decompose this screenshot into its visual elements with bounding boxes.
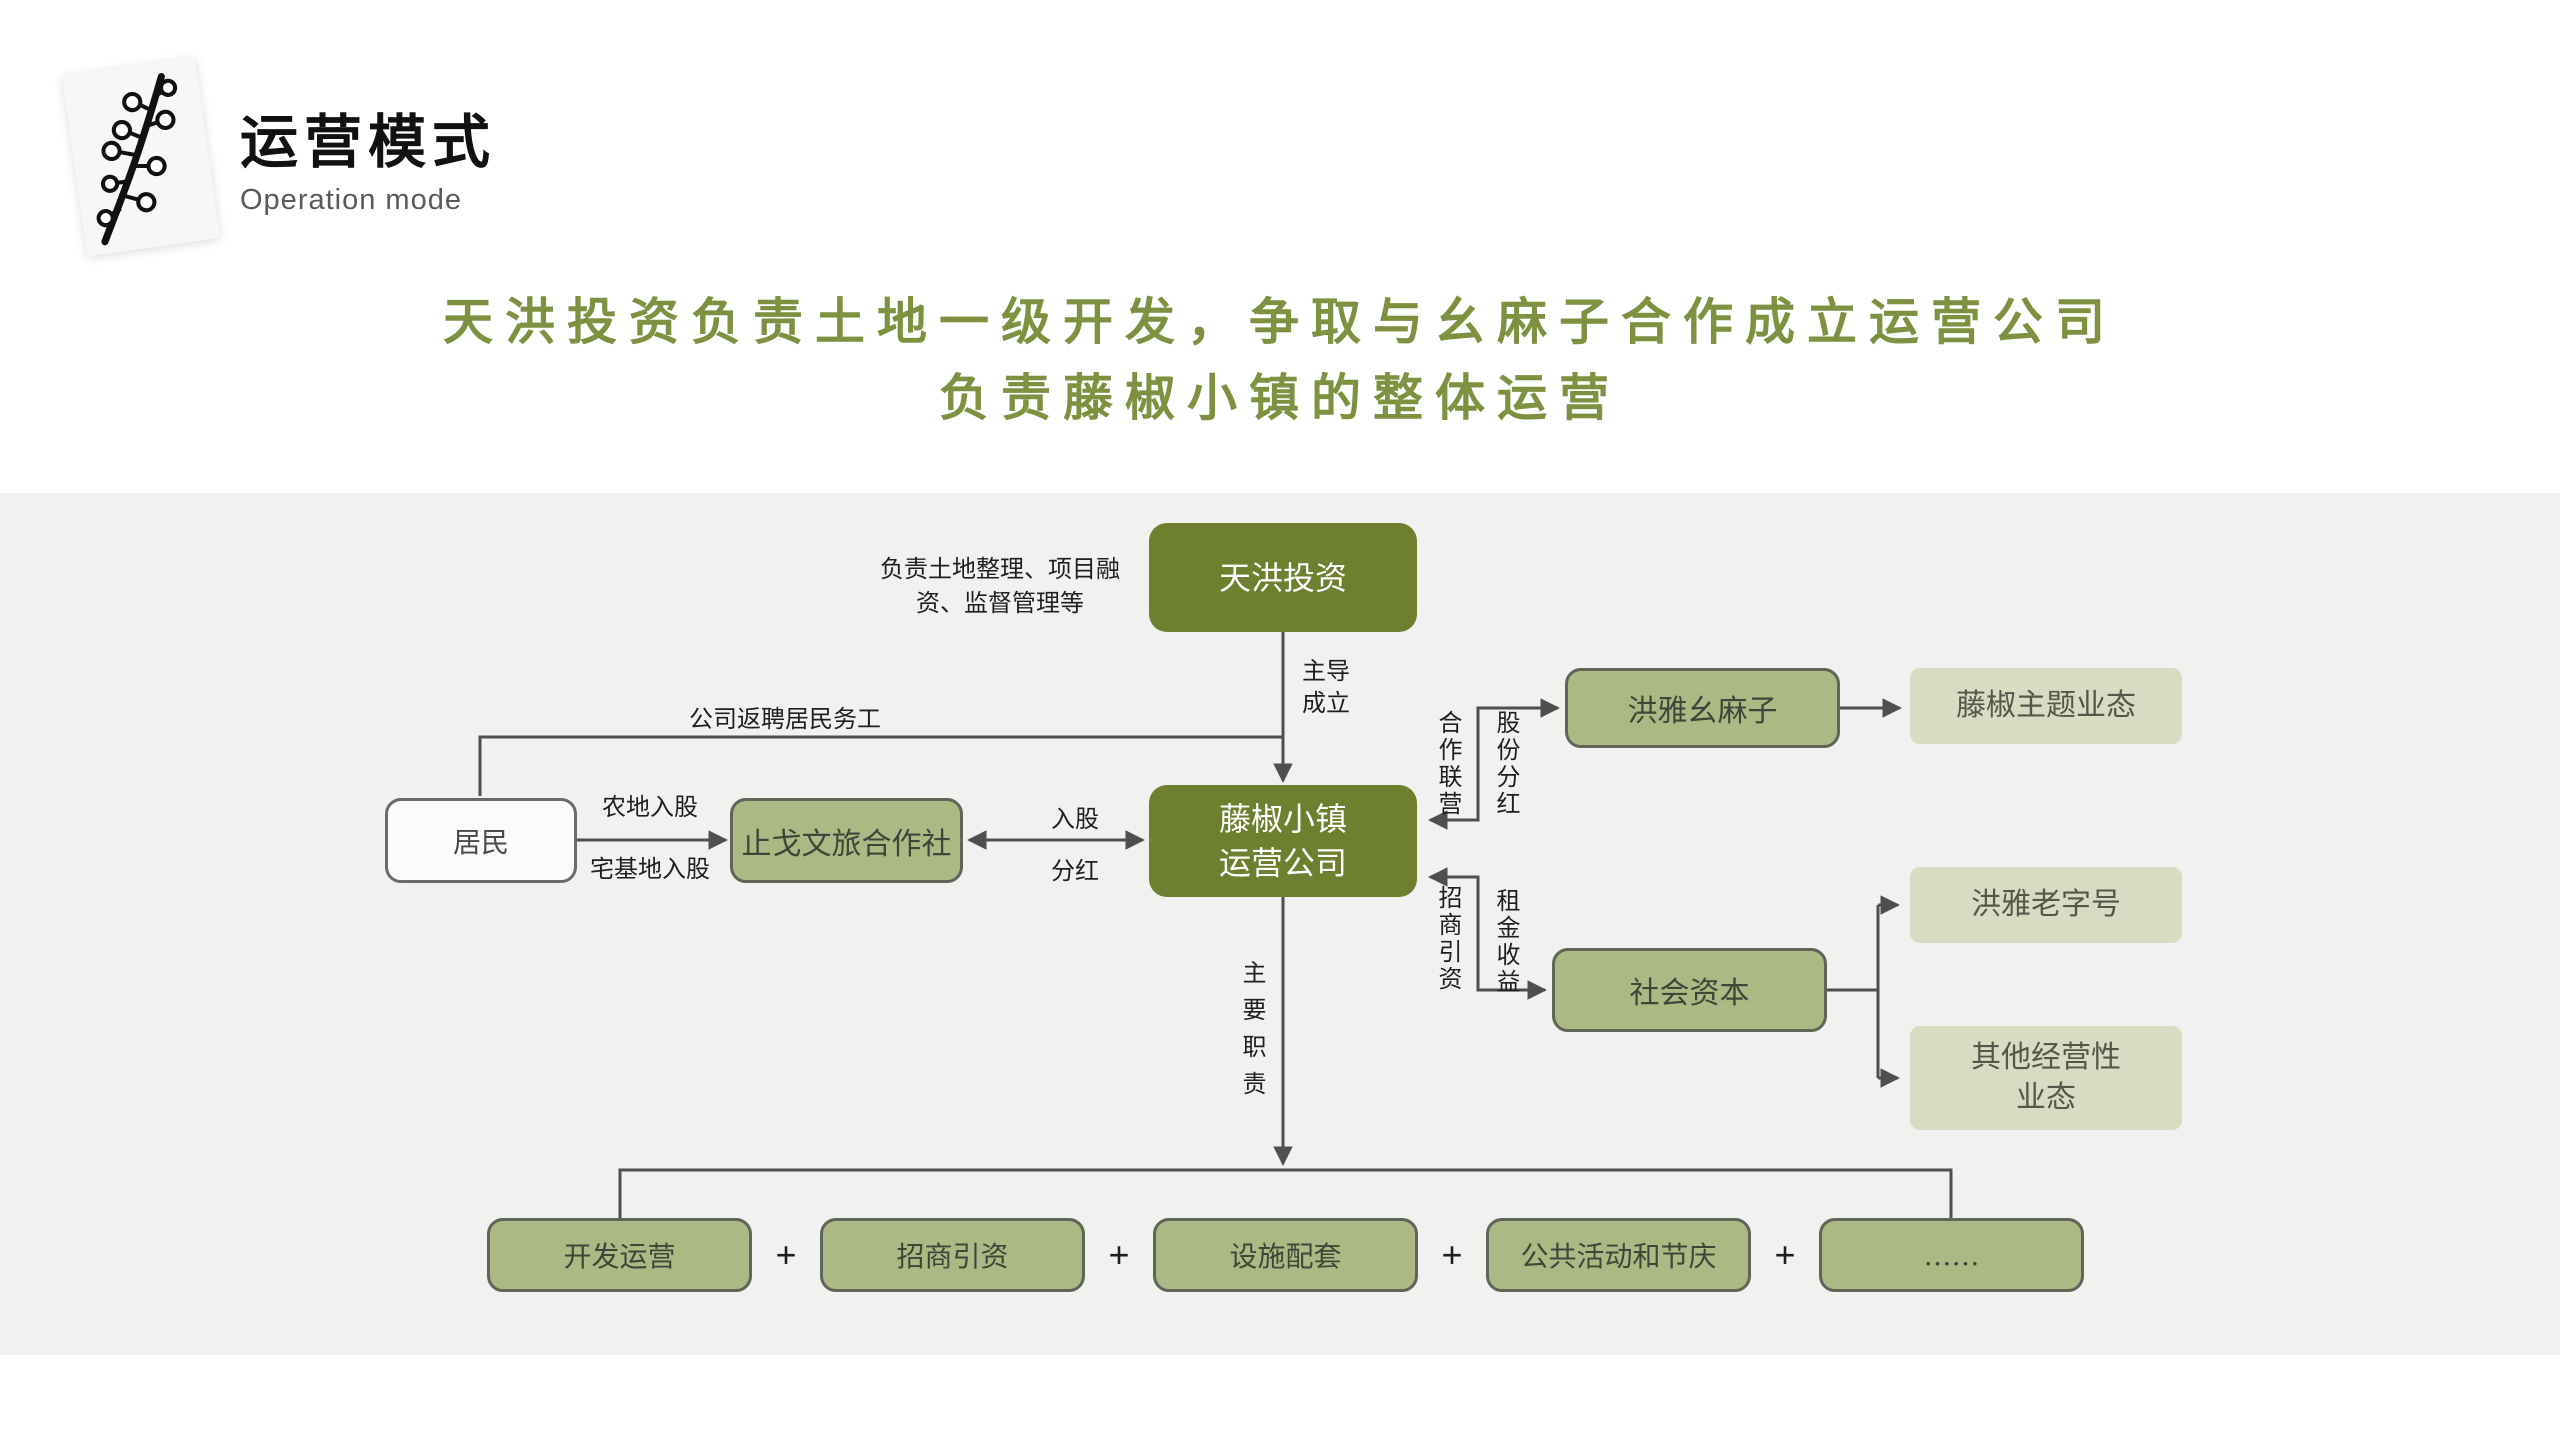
plus-sign-3: + [1441,1234,1463,1275]
node-company-line2: 运营公司 [1218,844,1347,882]
bottom-item-1: 开发运营 [487,1218,752,1292]
label-lead: 主导 成立 [1302,655,1350,719]
header: 运营模式 Operation mode [240,110,496,217]
node-residents: 居民 [385,798,577,883]
node-social-capital: 社会资本 [1552,948,1827,1032]
edge-rehire [478,735,1283,796]
node-other-line1: 其他经营性 [1971,1041,2121,1074]
label-lead-line1: 主导 [1302,657,1350,685]
label-join: 入股 [1051,805,1099,833]
diagram-canvas: 天洪投资 藤椒小镇 运营公司 居民 止戈文旅合作社 洪雅幺麻子 藤椒主题业态 社… [0,493,2560,1355]
plus-sign-4: + [1774,1234,1796,1275]
headline: 天洪投资负责土地一级开发，争取与幺麻子合作成立运营公司 负责藤椒小镇的整体运营 [0,284,2560,436]
pepper-branch-icon [96,73,178,246]
node-company: 藤椒小镇 运营公司 [1149,785,1417,897]
page-subtitle: Operation mode [240,184,462,216]
node-other-line2: 业态 [2016,1081,2076,1114]
edge-social-company [1428,867,1547,1000]
label-duty-line1: 负责土地整理、项目融 [880,555,1120,583]
logo-card [61,57,221,257]
bottom-item-4: 公共活动和节庆 [1486,1218,1751,1292]
edge-social-branch [1827,905,1880,1078]
node-company-line1: 藤椒小镇 [1218,800,1347,838]
label-invite-invest: 招商引资 [1438,884,1463,993]
label-rehire: 公司返聘居民务工 [689,705,881,733]
label-duty-line2: 资、监督管理等 [916,589,1084,617]
label-duty: 负责土地整理、项目融 资、监督管理等 [820,552,1180,620]
label-share-dividend: 股份分红 [1496,709,1521,818]
node-yaomazi: 洪雅幺麻子 [1565,668,1840,748]
plus-sign-2: + [1108,1234,1130,1275]
label-coop-operate: 合作联营 [1438,709,1463,818]
bottom-item-3: 设施配套 [1153,1218,1418,1292]
edge-yaomazi-company [1428,698,1560,830]
label-farmland: 农地入股 [602,793,698,821]
node-coop: 止戈文旅合作社 [730,798,963,883]
label-homestead: 宅基地入股 [590,855,710,883]
label-lead-line2: 成立 [1302,689,1350,717]
headline-line1: 天洪投资负责土地一级开发，争取与幺麻子合作成立运营公司 [443,294,2117,350]
page-title: 运营模式 [240,110,497,175]
plus-sign-1: + [775,1234,797,1275]
node-laozihao: 洪雅老字号 [1910,867,2182,943]
node-tianhong: 天洪投资 [1149,523,1417,632]
label-main-duty: 主要职责 [1242,959,1267,1098]
bottom-item-2: 招商引资 [820,1218,1085,1292]
node-tengjiao-theme: 藤椒主题业态 [1910,668,2182,744]
headline-line2: 负责藤椒小镇的整体运营 [939,370,1621,426]
label-rent-income: 租金收益 [1496,887,1521,996]
bottom-item-5: …… [1819,1218,2084,1292]
label-dividend: 分红 [1051,857,1099,885]
node-other-business: 其他经营性 业态 [1910,1026,2182,1130]
connector-lines [478,632,1953,1218]
edge-bottom-connector [618,1168,1953,1218]
